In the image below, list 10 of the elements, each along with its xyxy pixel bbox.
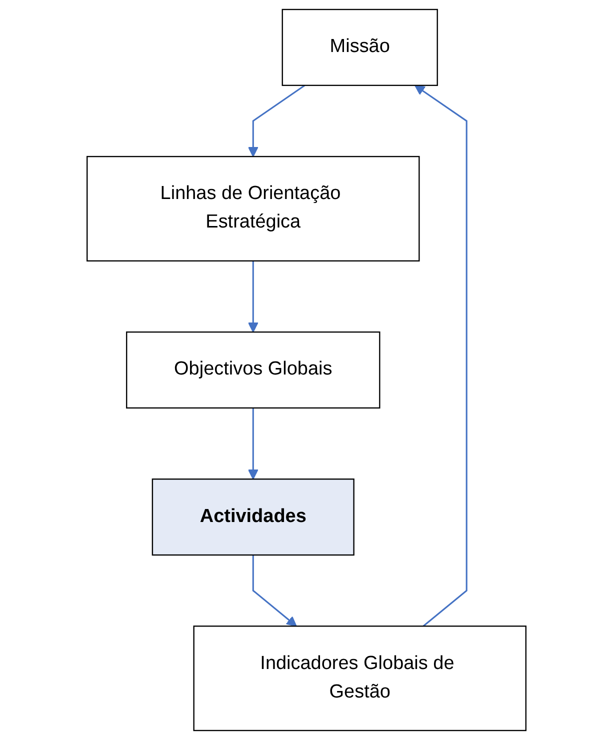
node-box: Actividades bbox=[152, 478, 354, 556]
arrow bbox=[248, 84, 306, 158]
arrow bbox=[248, 260, 258, 333]
node-box: Missão bbox=[282, 8, 438, 86]
arrow bbox=[252, 555, 297, 627]
arrow bbox=[414, 84, 468, 627]
node-box: Indicadores Globais de Gestão bbox=[193, 626, 526, 732]
arrow bbox=[248, 408, 258, 480]
node-box: Linhas de Orientação Estratégica bbox=[86, 156, 420, 262]
node-box: Objectivos Globais bbox=[126, 331, 380, 409]
